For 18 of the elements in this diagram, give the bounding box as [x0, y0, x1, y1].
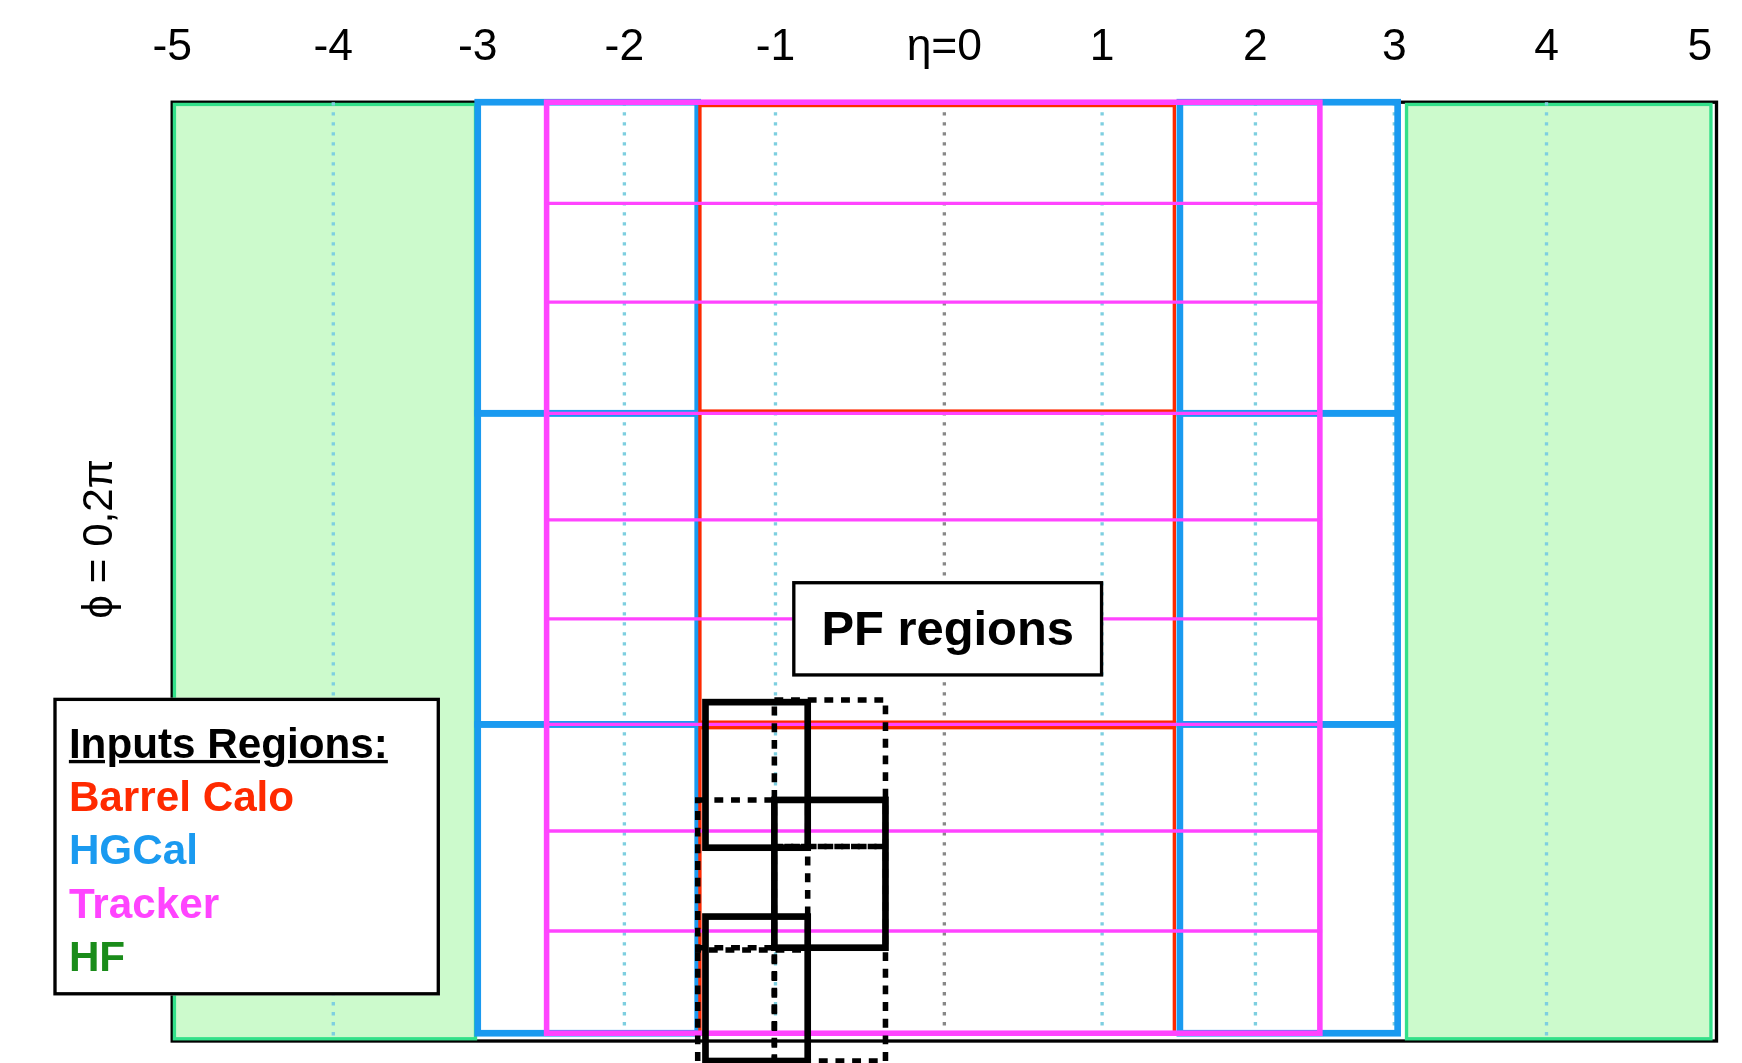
legend-entry: HF [68, 935, 126, 978]
axis-tick-label: -5 [152, 22, 192, 67]
legend-entry: Barrel Calo [68, 775, 295, 818]
axis-tick-label: 5 [1687, 22, 1713, 67]
region-label-box: PF regions [792, 581, 1104, 677]
axis-tick-label: -3 [457, 22, 498, 67]
axis-tick-label: -1 [755, 22, 796, 67]
axis-tick-label: 4 [1534, 22, 1559, 67]
axis-tick-label: 2 [1243, 22, 1268, 67]
axis-tick-label: η=0 [906, 22, 983, 67]
legend-entry: HGCal [68, 828, 198, 871]
axis-title: ϕ = 0,2π [76, 459, 119, 619]
axis-tick-label: 3 [1381, 22, 1407, 67]
legend-entry: Tracker [68, 882, 220, 925]
legend-title: Inputs Regions: [68, 722, 388, 765]
axis-tick-label: -2 [604, 22, 645, 67]
axis-tick-label: -4 [313, 22, 354, 67]
axis-tick-label: 1 [1089, 22, 1115, 67]
